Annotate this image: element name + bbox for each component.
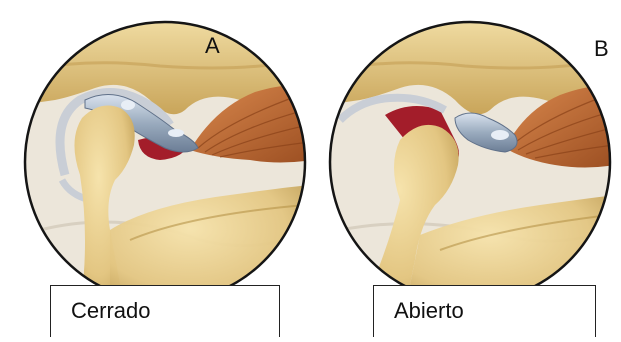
caption-open: Abierto (394, 298, 464, 324)
caption-box-open: Abierto (373, 285, 596, 337)
panel-label-a: A (205, 35, 220, 57)
panel-open-joint (325, 20, 615, 310)
caption-box-closed: Cerrado (50, 285, 280, 337)
panel-label-b: B (594, 38, 609, 60)
caption-closed: Cerrado (71, 298, 150, 324)
